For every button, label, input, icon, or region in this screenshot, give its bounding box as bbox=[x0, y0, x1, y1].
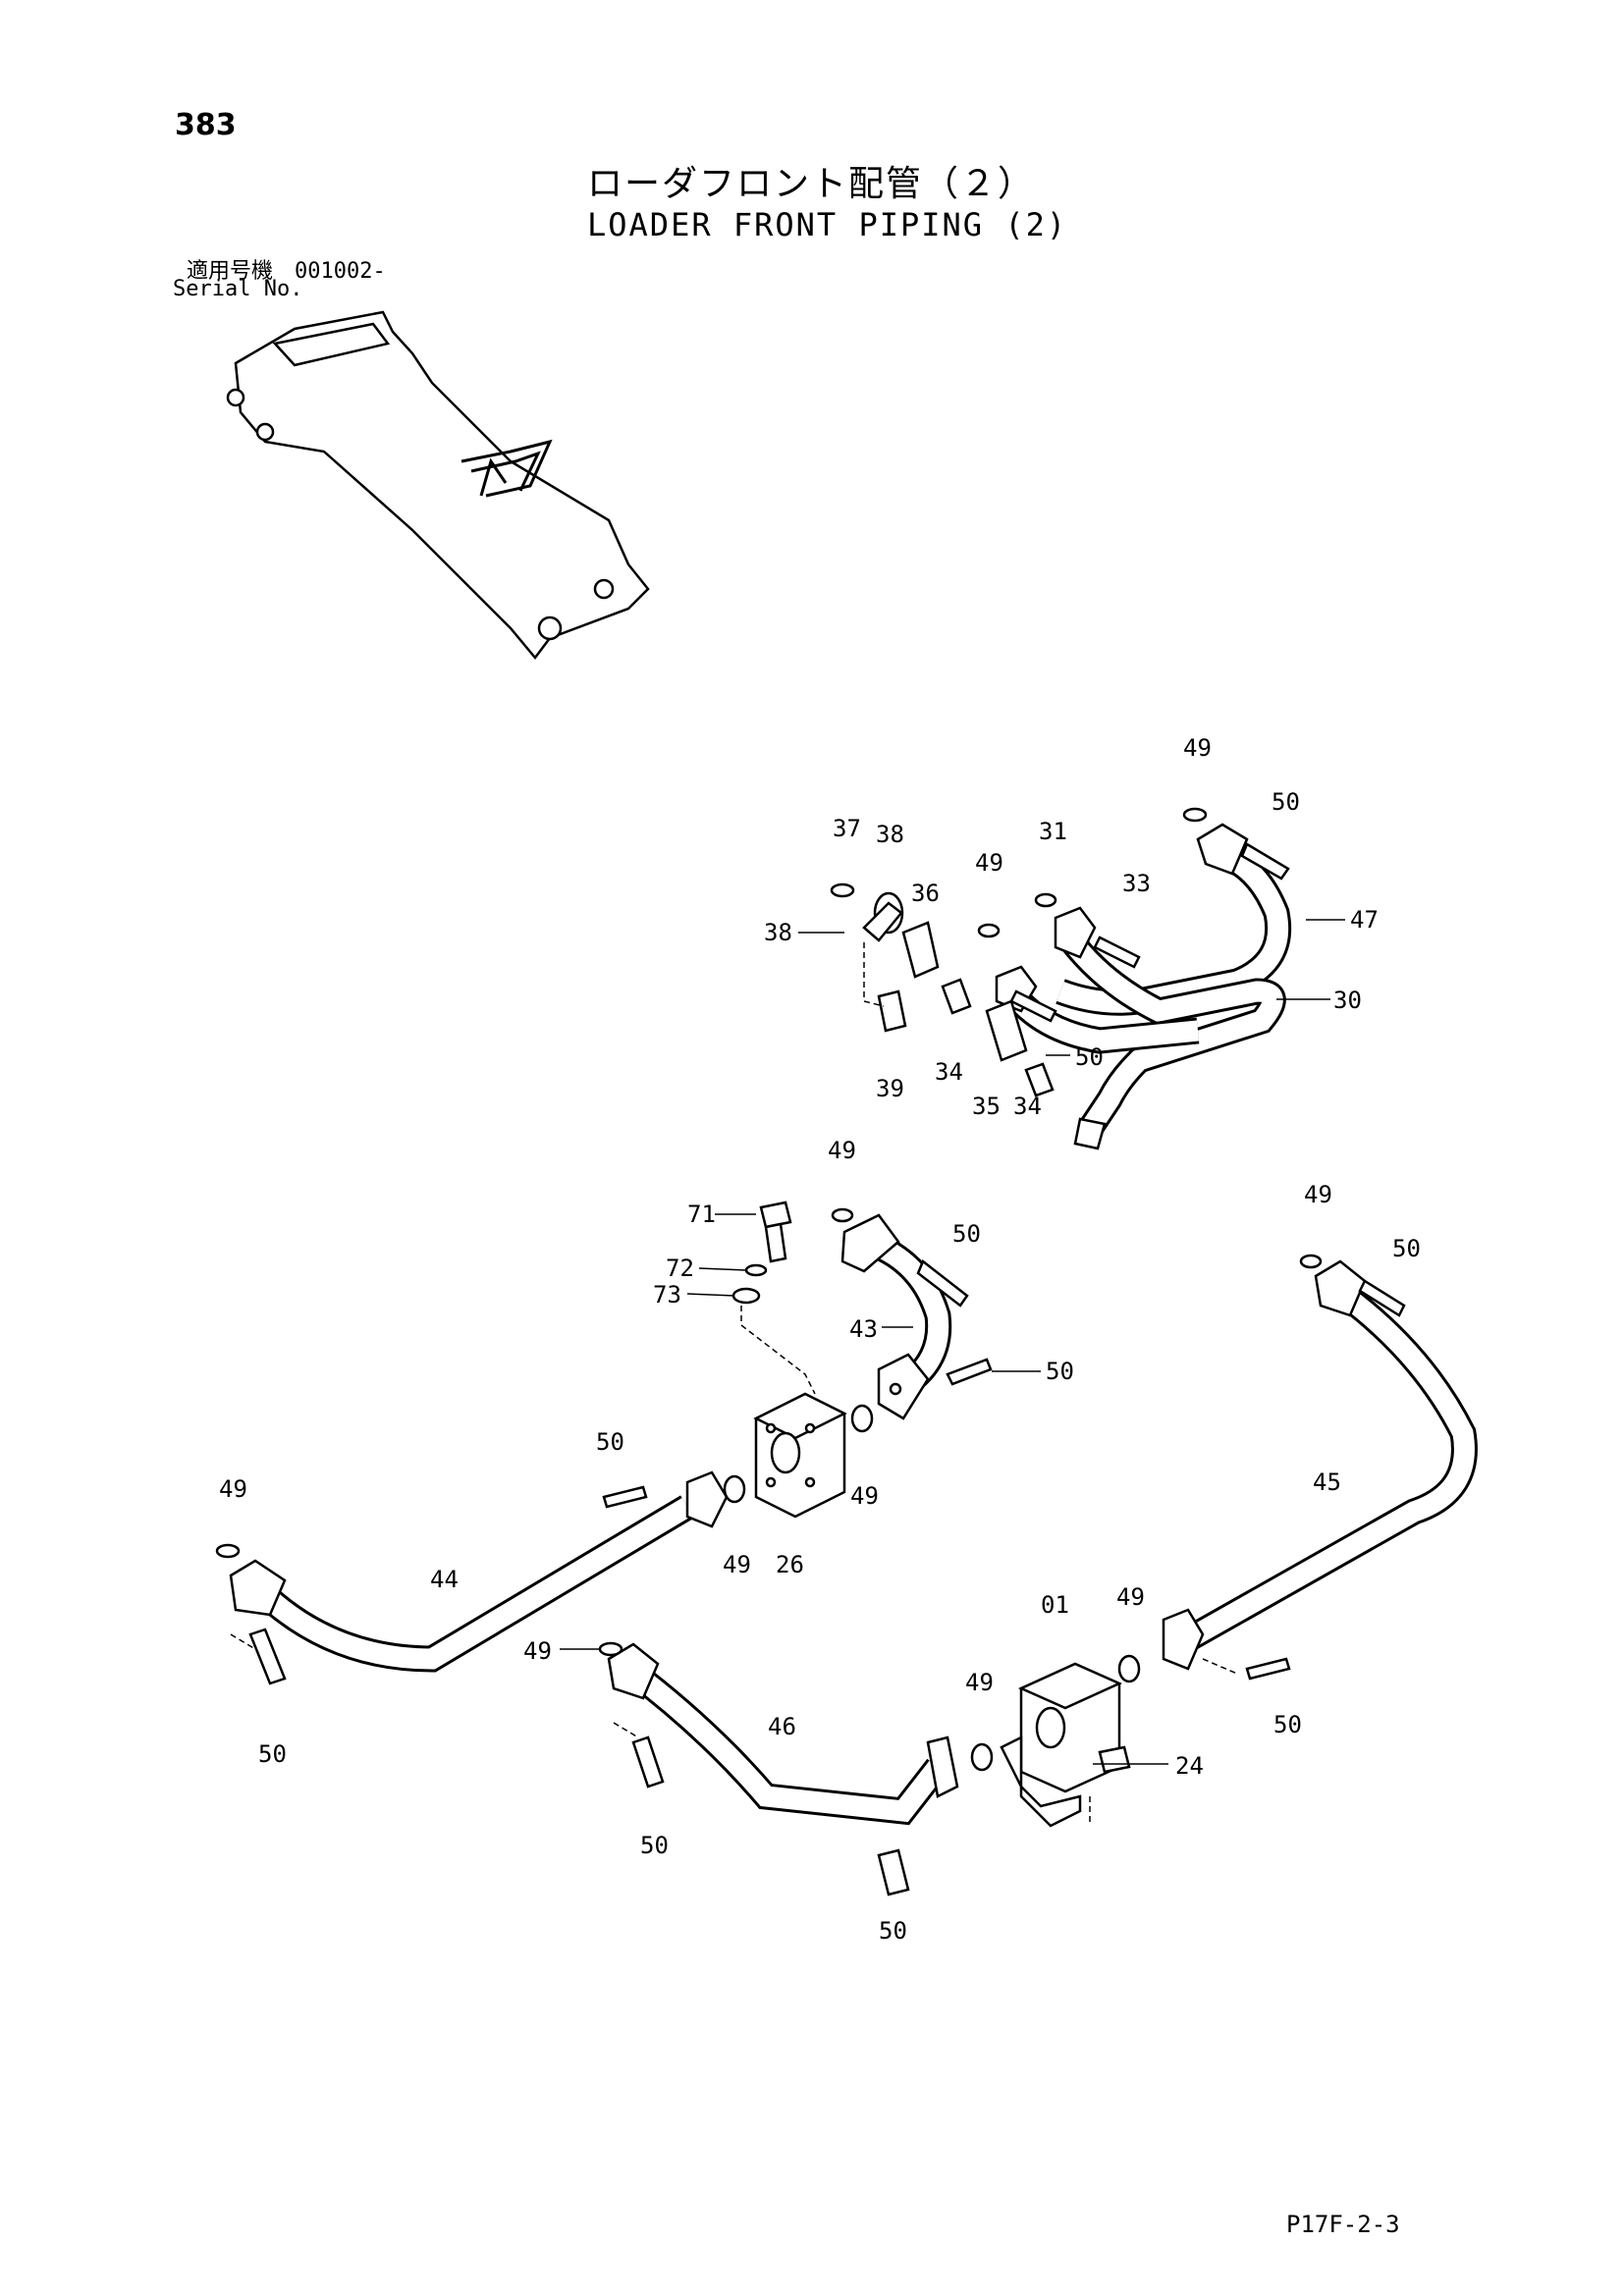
callout-37: 37 bbox=[833, 815, 861, 842]
leader-lines bbox=[560, 919, 1345, 1765]
callout-49: 49 bbox=[1116, 1583, 1145, 1611]
callout-01: 01 bbox=[1041, 1591, 1069, 1619]
callout-50: 50 bbox=[1392, 1235, 1421, 1262]
callout-50: 50 bbox=[879, 1917, 907, 1945]
document-code: P17F-2-3 bbox=[1286, 2211, 1400, 2238]
callout-50: 50 bbox=[1075, 1043, 1104, 1071]
callout-47: 47 bbox=[1350, 906, 1379, 934]
callout-50: 50 bbox=[596, 1428, 624, 1456]
callout-34: 34 bbox=[935, 1058, 963, 1086]
callout-73: 73 bbox=[653, 1281, 681, 1308]
o-rings-lower bbox=[215, 1207, 1323, 1772]
manifold-block-26 bbox=[753, 1392, 847, 1519]
callout-49: 49 bbox=[975, 849, 1003, 877]
callout-72: 72 bbox=[666, 1255, 694, 1282]
callout-38: 38 bbox=[764, 919, 792, 946]
callout-33: 33 bbox=[1122, 870, 1151, 897]
callout-31: 31 bbox=[1039, 818, 1067, 845]
pipe-30 bbox=[1054, 906, 1286, 1150]
page-title-english: LOADER FRONT PIPING (2) bbox=[587, 206, 1068, 243]
callout-50: 50 bbox=[952, 1220, 981, 1248]
callout-50: 50 bbox=[640, 1832, 669, 1859]
fittings-cluster bbox=[862, 891, 1055, 1097]
callout-49: 49 bbox=[850, 1482, 879, 1510]
callout-49: 49 bbox=[828, 1137, 856, 1164]
callout-46: 46 bbox=[768, 1713, 796, 1740]
callout-24: 24 bbox=[1175, 1752, 1204, 1780]
callout-49: 49 bbox=[723, 1551, 751, 1578]
callout-35: 35 bbox=[972, 1093, 1001, 1120]
callout-71: 71 bbox=[687, 1201, 716, 1228]
pipe-45 bbox=[1162, 1259, 1478, 1681]
pipe-upper-short bbox=[995, 935, 1200, 1054]
callout-49: 49 bbox=[219, 1475, 247, 1503]
callout-49: 49 bbox=[1304, 1181, 1332, 1208]
callout-labels: 49 50 47 37 38 38 49 31 33 36 30 50 39 3… bbox=[219, 734, 1421, 1945]
callout-43: 43 bbox=[849, 1315, 878, 1343]
callout-50: 50 bbox=[1046, 1358, 1074, 1385]
callout-49: 49 bbox=[523, 1637, 552, 1665]
loader-arm-locator-illustration bbox=[226, 310, 650, 661]
pipe-46 bbox=[607, 1642, 959, 1896]
callout-30: 30 bbox=[1333, 987, 1362, 1014]
callout-26: 26 bbox=[776, 1551, 804, 1578]
manifold-block-01 bbox=[1000, 1662, 1131, 1828]
serial-range-label: 適用号機 001002- bbox=[187, 259, 386, 284]
callout-45: 45 bbox=[1313, 1468, 1341, 1496]
page-title-japanese: ローダフロント配管（２） bbox=[587, 164, 1036, 204]
callout-50: 50 bbox=[258, 1740, 287, 1768]
pipe-44 bbox=[229, 1470, 729, 1685]
callout-50: 50 bbox=[1273, 1711, 1302, 1738]
callout-39: 39 bbox=[876, 1075, 904, 1102]
callout-36: 36 bbox=[911, 880, 940, 907]
pipe-43 bbox=[840, 1213, 993, 1420]
bolt-71-washers bbox=[731, 1201, 816, 1395]
callout-50: 50 bbox=[1272, 788, 1300, 816]
callout-34: 34 bbox=[1013, 1093, 1042, 1120]
pipe-47 bbox=[1056, 823, 1292, 1016]
serial-number-label: Serial No. bbox=[173, 277, 303, 301]
page-number: 383 bbox=[175, 108, 237, 142]
callout-49: 49 bbox=[965, 1669, 994, 1696]
callout-49: 49 bbox=[1183, 734, 1212, 762]
callout-38: 38 bbox=[876, 821, 904, 848]
o-rings-upper bbox=[830, 807, 1208, 938]
callout-44: 44 bbox=[430, 1566, 459, 1593]
